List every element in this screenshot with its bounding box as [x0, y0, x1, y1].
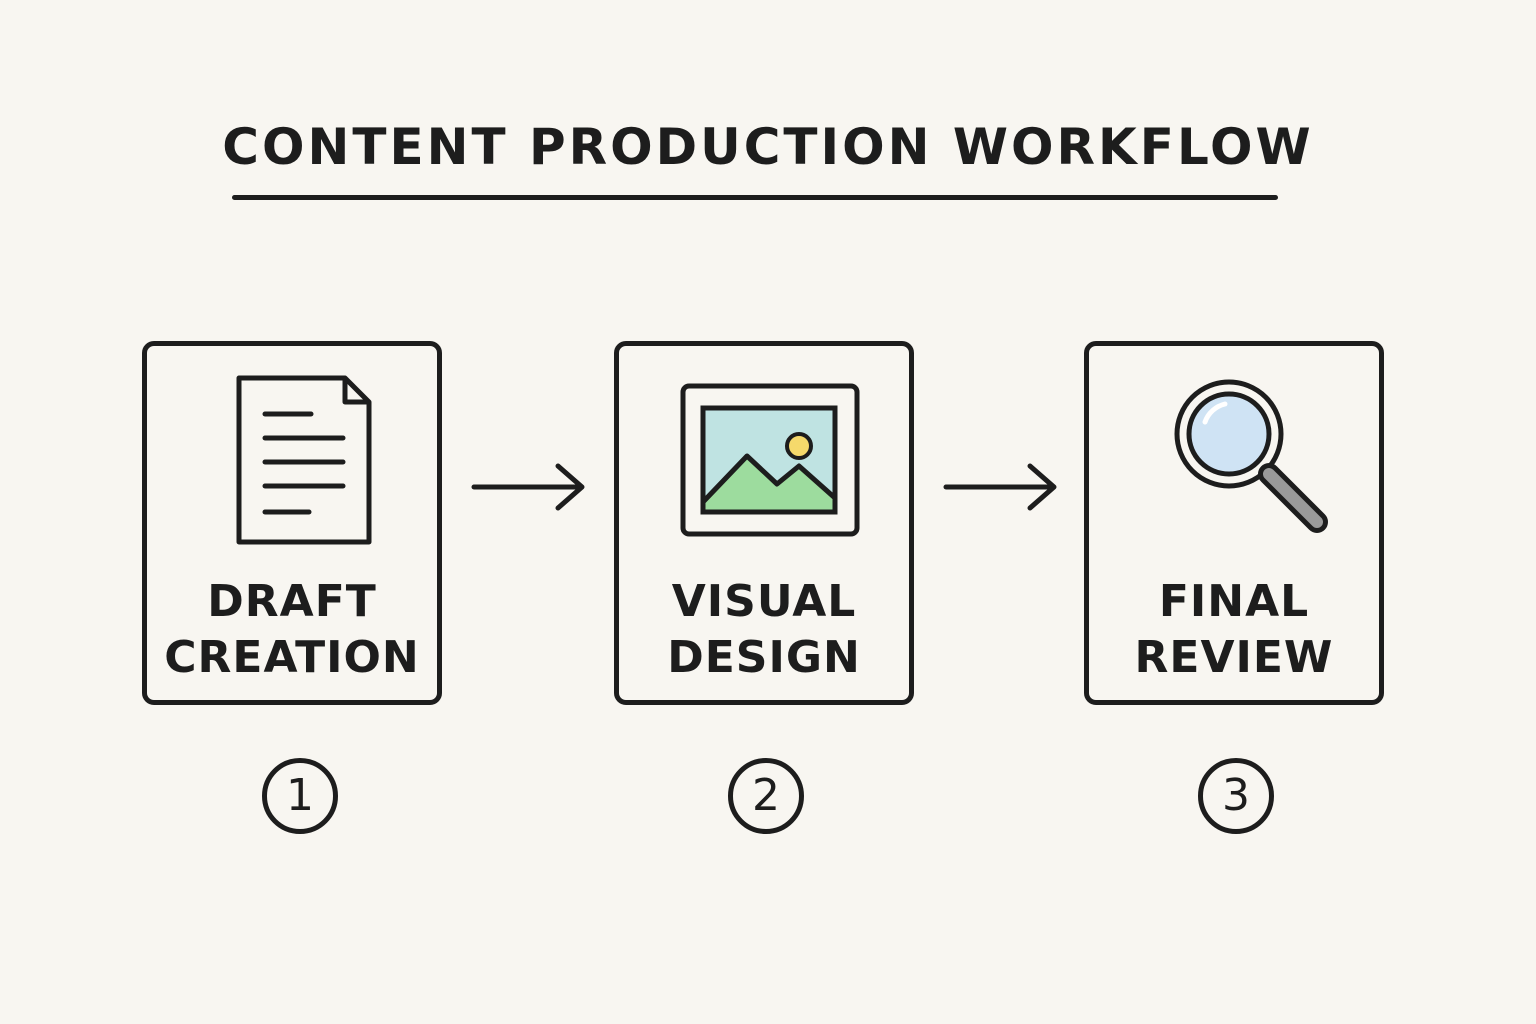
step-number-badge: 3: [1198, 758, 1274, 834]
step-number-badge: 1: [262, 758, 338, 834]
image-icon: [680, 383, 860, 537]
step-label: VISUAL DESIGN: [619, 574, 909, 686]
step-label: DRAFT CREATION: [147, 574, 437, 686]
step-label-line2: DESIGN: [667, 632, 861, 683]
step-label-line2: CREATION: [164, 632, 420, 683]
document-icon: [236, 375, 372, 545]
step-number-badge: 2: [728, 758, 804, 834]
step-box-visual-design: VISUAL DESIGN: [614, 341, 914, 705]
step-label-line1: FINAL: [1158, 576, 1310, 627]
arrow-right-icon: [943, 463, 1057, 511]
step-box-draft-creation: DRAFT CREATION: [142, 341, 442, 705]
step-label-line2: REVIEW: [1134, 632, 1334, 683]
arrow-right-icon: [471, 463, 585, 511]
step-label: FINAL REVIEW: [1089, 574, 1379, 686]
title-underline: [232, 195, 1278, 200]
magnifier-icon: [1174, 379, 1328, 533]
page-title: CONTENT PRODUCTION WORKFLOW: [222, 118, 1314, 176]
step-label-line1: DRAFT: [207, 576, 377, 627]
step-box-final-review: FINAL REVIEW: [1084, 341, 1384, 705]
step-label-line1: VISUAL: [671, 576, 857, 627]
